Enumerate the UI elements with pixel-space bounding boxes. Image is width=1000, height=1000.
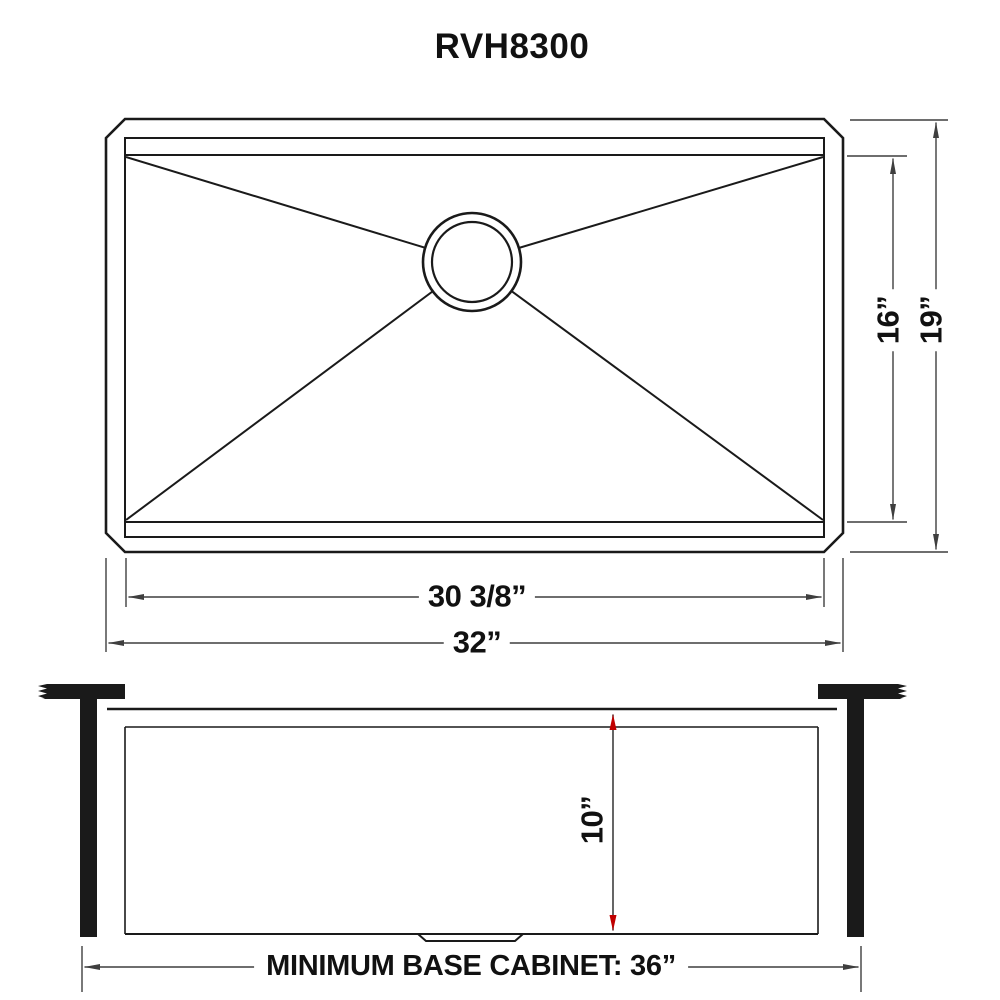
dim-label-outer-width: 32” bbox=[443, 626, 511, 660]
sink-rim bbox=[124, 137, 825, 538]
slope-line-bl bbox=[125, 261, 473, 521]
cabinet-wall-right bbox=[847, 699, 864, 937]
slope-line-br bbox=[471, 261, 824, 521]
model-number-title: RVH8300 bbox=[434, 27, 590, 66]
bowl-slope-lines bbox=[125, 156, 824, 521]
dim-label-bowl-depth: 10” bbox=[575, 788, 610, 852]
sink-outer-edge bbox=[104, 117, 845, 554]
dim-label-inner-depth: 16” bbox=[871, 288, 906, 352]
countertop-left bbox=[38, 684, 125, 699]
top-view bbox=[104, 117, 845, 554]
slope-line-tl bbox=[125, 156, 473, 263]
countertop-right bbox=[818, 684, 907, 699]
cabinet-wall-left bbox=[80, 699, 97, 937]
drain-inner-circle bbox=[430, 220, 514, 304]
base-cabinet-label: MINIMUM BASE CABINET: 36” bbox=[254, 950, 688, 981]
drain-outer-circle bbox=[421, 211, 523, 313]
drain-boss bbox=[415, 933, 526, 942]
slope-line-tr bbox=[471, 156, 824, 263]
top-view-dimensions bbox=[105, 119, 948, 652]
dim-label-inner-width: 30 3/8” bbox=[418, 580, 536, 614]
dim-label-outer-depth: 19” bbox=[914, 288, 949, 352]
side-view bbox=[38, 684, 907, 942]
